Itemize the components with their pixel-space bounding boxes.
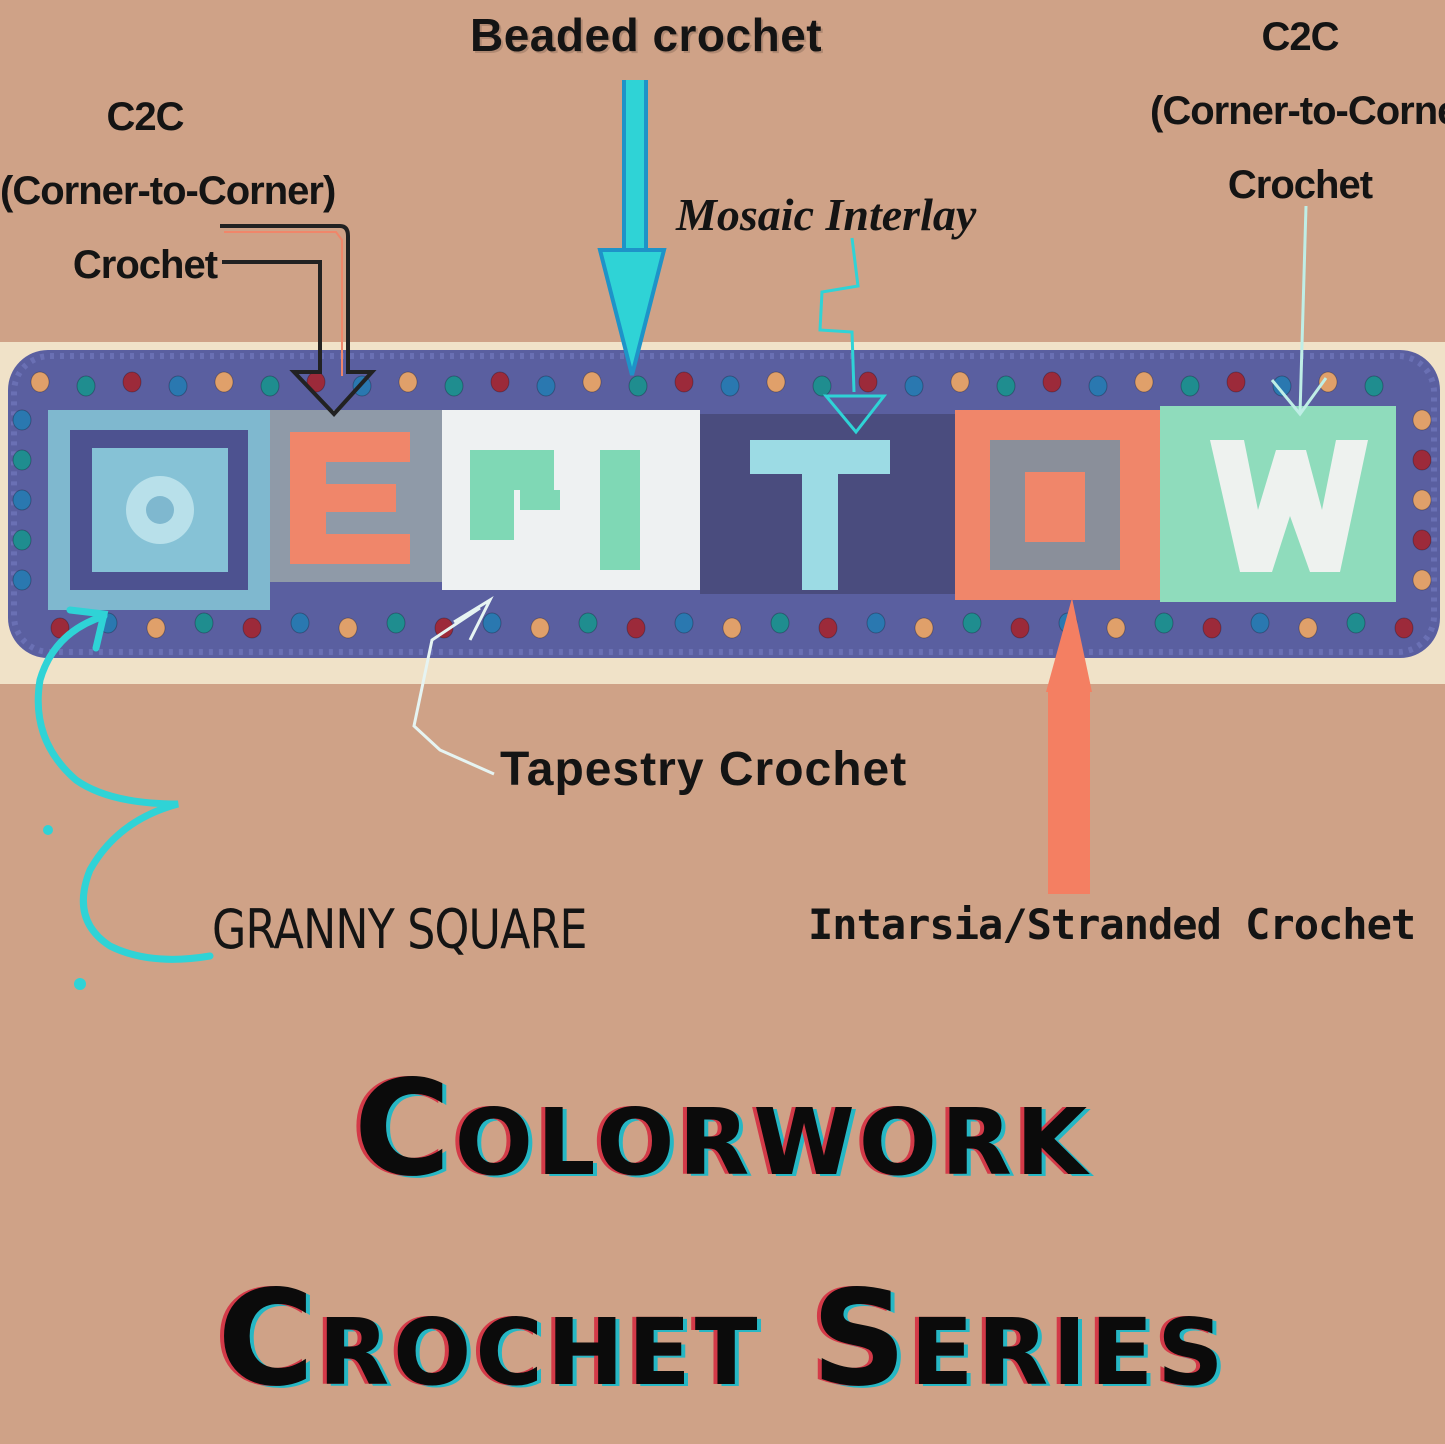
bead xyxy=(12,569,32,591)
c2c-left-arrow xyxy=(220,224,377,417)
bead xyxy=(1412,449,1432,471)
bead xyxy=(582,371,602,393)
bead xyxy=(818,617,838,639)
c2c-left-label: C2C (Corner-to-Corner) Crochet xyxy=(0,80,336,302)
bead xyxy=(1106,617,1126,639)
bead xyxy=(1346,612,1366,634)
bead xyxy=(536,375,556,397)
series-title-line2: Crochet Series xyxy=(217,1262,1228,1416)
bead xyxy=(1298,617,1318,639)
bead xyxy=(1226,371,1246,393)
c2c-left-line2: (Corner-to-Corner) xyxy=(0,169,336,213)
letter-t-panel xyxy=(700,414,955,594)
bead xyxy=(996,375,1016,397)
bead xyxy=(1412,409,1432,431)
c2c-right-label: C2C (Corner-to-Corner) Crochet xyxy=(1150,0,1445,222)
bead xyxy=(1272,375,1292,397)
bead xyxy=(766,371,786,393)
bead xyxy=(1412,569,1432,591)
mosaic-arrow xyxy=(818,237,888,435)
bead xyxy=(12,449,32,471)
intarsia-stranded-label: Intarsia/Stranded Crochet xyxy=(808,900,1416,949)
bead xyxy=(194,612,214,634)
c2c-right-line3: Crochet xyxy=(1227,163,1373,207)
letter-o-panel xyxy=(955,410,1160,600)
crochet-strip xyxy=(8,350,1440,658)
beaded-arrow xyxy=(597,80,667,376)
bead xyxy=(482,612,502,634)
bead xyxy=(122,371,142,393)
bead xyxy=(722,617,742,639)
bead xyxy=(1134,371,1154,393)
bead xyxy=(950,371,970,393)
bead xyxy=(770,612,790,634)
bead xyxy=(1412,489,1432,511)
bead xyxy=(490,371,510,393)
bead xyxy=(914,617,934,639)
bead xyxy=(904,375,924,397)
letter-w-panel xyxy=(1160,406,1396,602)
bead xyxy=(720,375,740,397)
bead xyxy=(962,612,982,634)
c2c-left-line3: Crochet xyxy=(72,243,218,287)
c2c-right-line2: (Corner-to-Corner) xyxy=(1150,89,1445,133)
bead xyxy=(674,612,694,634)
bead xyxy=(76,375,96,397)
tapestry-arrow xyxy=(412,595,495,776)
decor-dot xyxy=(43,825,53,835)
c2c-right-arrow xyxy=(1270,205,1328,417)
beaded-crochet-label: Beaded crochet xyxy=(470,9,823,61)
bead xyxy=(214,371,234,393)
c2c-right-line1: C2C xyxy=(1261,15,1339,59)
series-title-line1: Colorwork xyxy=(353,1052,1092,1206)
bead xyxy=(866,612,886,634)
bead xyxy=(12,409,32,431)
bead xyxy=(530,617,550,639)
bead xyxy=(1412,529,1432,551)
c2c-left-line1: C2C xyxy=(106,95,184,139)
beads xyxy=(12,371,1432,639)
bead xyxy=(1364,375,1384,397)
bead xyxy=(1318,371,1338,393)
bead xyxy=(260,375,280,397)
bead xyxy=(242,617,262,639)
bead xyxy=(1202,617,1222,639)
bead xyxy=(1010,617,1030,639)
bead xyxy=(434,617,454,639)
bead xyxy=(146,617,166,639)
bead xyxy=(168,375,188,397)
bead xyxy=(338,617,358,639)
bead xyxy=(1042,371,1062,393)
bead xyxy=(578,612,598,634)
bead xyxy=(50,617,70,639)
granny-square-label: GRANNY SQUARE xyxy=(212,898,588,961)
bead xyxy=(12,529,32,551)
bead xyxy=(398,371,418,393)
bead xyxy=(812,375,832,397)
bead xyxy=(1088,375,1108,397)
bead xyxy=(290,612,310,634)
bead xyxy=(1394,617,1414,639)
letter-e-panel xyxy=(270,410,442,582)
bead xyxy=(12,489,32,511)
granny-arrow xyxy=(34,606,214,963)
granny-square-panel xyxy=(48,410,270,610)
bead xyxy=(626,617,646,639)
decor-dot xyxy=(74,978,86,990)
bead xyxy=(674,371,694,393)
bead xyxy=(1250,612,1270,634)
bead xyxy=(858,371,878,393)
mosaic-interlay-label: Mosaic Interlay xyxy=(676,189,977,240)
intarsia-arrow xyxy=(1046,598,1092,894)
bead xyxy=(1180,375,1200,397)
bead xyxy=(628,375,648,397)
bead xyxy=(386,612,406,634)
letter-n-panel xyxy=(442,410,700,590)
bead xyxy=(1154,612,1174,634)
bead xyxy=(30,371,50,393)
bead xyxy=(444,375,464,397)
tapestry-crochet-label: Tapestry Crochet xyxy=(500,743,908,796)
